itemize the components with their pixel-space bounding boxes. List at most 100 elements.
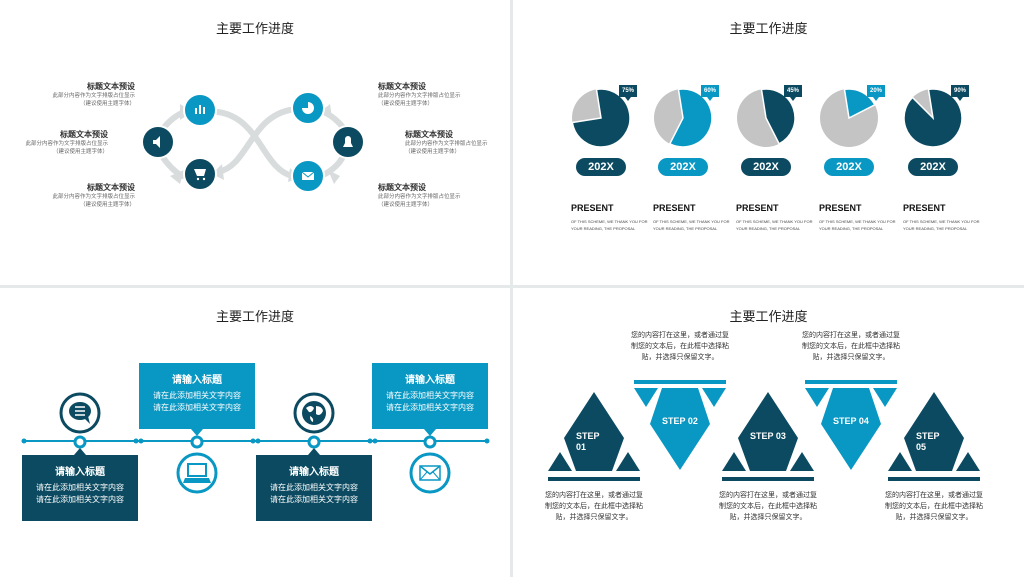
box-text: 请在此添加相关文字内容	[386, 403, 474, 412]
block-title: 标题文本预设	[60, 130, 108, 139]
pie-slice	[668, 88, 713, 148]
slide-title: 主要工作进度	[729, 309, 808, 324]
timeline	[21, 363, 490, 521]
badge-pointer	[625, 97, 631, 101]
box-text: 请在此添加相关文字内容	[36, 483, 124, 492]
present-heading: PRESENT	[653, 203, 696, 213]
box-text: 请在此添加相关文字内容	[270, 495, 358, 504]
percent-badge: 60%	[701, 85, 719, 97]
speaker-icon	[153, 136, 160, 148]
badge-pointer	[790, 97, 796, 101]
block-text: （建议使用主题字体）	[405, 149, 461, 155]
step-triangle	[888, 392, 980, 481]
step-triangle	[634, 380, 726, 470]
block-text: 此部分内容作为文字排版占位显示	[52, 93, 135, 99]
block-text: 此部分内容作为文字排版占位显示	[25, 141, 108, 147]
box-title: 请输入标题	[55, 467, 105, 478]
block-title: 标题文本预设	[87, 183, 135, 192]
present-heading: PRESENT	[571, 203, 614, 213]
mail-icon	[302, 172, 314, 180]
pie-charts	[571, 88, 963, 148]
year-pill: 202X	[576, 158, 626, 176]
step-text: 您的内容打在这里，或者通过复制您的文本后，在此框中选择粘贴，并选择只保留文字。	[719, 492, 817, 521]
block-text: （建议使用主题字体）	[79, 202, 135, 208]
box-text: 请在此添加相关文字内容	[270, 483, 358, 492]
block-text: （建议使用主题字体）	[378, 101, 434, 107]
slide-title: 主要工作进度	[215, 21, 294, 36]
box-text: 请在此添加相关文字内容	[153, 391, 241, 400]
slide-3[interactable]: 主要工作进度 请输入标题 请在此添加相关文字内容 请在此添加相关文字内容 请输入…	[0, 288, 510, 577]
present-heading: PRESENT	[819, 203, 862, 213]
year-pill: 202X	[824, 158, 874, 176]
step-label: STEP 04	[833, 416, 869, 426]
block-text: （建议使用主题字体）	[52, 149, 108, 155]
step-triangles	[548, 380, 980, 481]
box-title: 请输入标题	[289, 467, 339, 478]
infinity-arrows	[141, 91, 365, 193]
step-text: 您的内容打在这里，或者通过复制您的文本后，在此框中选择粘贴，并选择只保留文字。	[885, 492, 983, 521]
chat-icon	[59, 392, 101, 434]
mail-icon	[409, 452, 451, 494]
text-block: 标题文本预设 此部分内容作为文字排版占位显示 （建议使用主题字体）	[405, 129, 510, 156]
step-label: STEP 05	[916, 431, 940, 452]
timeline-box: 请输入标题 请在此添加相关文字内容 请在此添加相关文字内容	[22, 455, 138, 506]
year-pill: 202X	[658, 158, 708, 176]
step-text: 您的内容打在这里，或者通过复制您的文本后，在此框中选择粘贴，并选择只保留文字。	[631, 332, 729, 361]
step-text: 您的内容打在这里，或者通过复制您的文本后，在此框中选择粘贴，并选择只保留文字。	[545, 492, 643, 521]
present-heading: PRESENT	[736, 203, 779, 213]
present-desc: OF THIS SCHEME, WE THANK YOU FOR YOUR RE…	[819, 219, 896, 231]
block-title: 标题文本预设	[378, 183, 426, 192]
box-title: 请输入标题	[405, 375, 455, 386]
pie-slice	[760, 88, 796, 145]
text-block: 标题文本预设 此部分内容作为文字排版占位显示 （建议使用主题字体）	[378, 182, 508, 209]
pie-slice	[571, 88, 631, 148]
slide-2[interactable]: 主要工作进度 75% 202X PRESENT OF THIS SCHEME, WE …	[513, 0, 1024, 285]
text-block: 标题文本预设 此部分内容作为文字排版占位显示 （建议使用主题字体）	[5, 81, 135, 108]
percent-badge: 75%	[619, 85, 637, 97]
block-text: （建议使用主题字体）	[79, 101, 135, 107]
box-text: 请在此添加相关文字内容	[36, 495, 124, 504]
step-triangle	[722, 392, 814, 481]
block-title: 标题文本预设	[87, 82, 135, 91]
text-block: 标题文本预设 此部分内容作为文字排版占位显示 （建议使用主题字体）	[0, 129, 108, 156]
box-text: 请在此添加相关文字内容	[153, 403, 241, 412]
laptop-icon	[176, 452, 218, 494]
text-block: 标题文本预设 此部分内容作为文字排版占位显示 （建议使用主题字体）	[378, 81, 508, 108]
percent-badge: 90%	[951, 85, 969, 97]
block-text: 此部分内容作为文字排版占位显示	[405, 141, 488, 147]
step-triangle	[805, 380, 897, 470]
timeline-box: 请输入标题 请在此添加相关文字内容 请在此添加相关文字内容	[372, 363, 488, 414]
step-label: STEP 02	[662, 416, 698, 426]
block-text: 此部分内容作为文字排版占位显示	[378, 93, 461, 99]
bell-icon	[343, 136, 353, 147]
year-pill: 202X	[908, 158, 958, 176]
pie-icon	[302, 102, 314, 114]
slide-4[interactable]: 主要工作进度 STEP 01 您的内容打在这里，或者通过复制您的文本后，在此框中选…	[513, 288, 1024, 577]
badge-pointer	[873, 97, 879, 101]
slide-1[interactable]: 主要工作进度 标题文本预设 此部分内容作为文字排版占位显示 （建议使用主题字体）…	[0, 0, 510, 285]
step-triangle	[548, 392, 640, 481]
percent-badge: 20%	[867, 85, 885, 97]
timeline-box: 请输入标题 请在此添加相关文字内容 请在此添加相关文字内容	[139, 363, 255, 414]
slide-title: 主要工作进度	[729, 21, 808, 36]
globe-icon	[293, 392, 335, 434]
block-text: （建议使用主题字体）	[378, 202, 434, 208]
text-block: 标题文本预设 此部分内容作为文字排版占位显示 （建议使用主题字体）	[5, 182, 135, 209]
badge-pointer	[957, 97, 963, 101]
block-title: 标题文本预设	[405, 130, 453, 139]
box-text: 请在此添加相关文字内容	[386, 391, 474, 400]
cart-icon	[194, 169, 206, 181]
present-desc: OF THIS SCHEME, WE THANK YOU FOR YOUR RE…	[736, 219, 813, 231]
step-label: STEP 03	[750, 431, 786, 441]
present-desc: OF THIS SCHEME, WE THANK YOU FOR YOUR RE…	[571, 219, 648, 231]
slide-title: 主要工作进度	[215, 309, 294, 324]
present-desc: OF THIS SCHEME, WE THANK YOU FOR YOUR RE…	[903, 219, 980, 231]
present-desc: OF THIS SCHEME, WE THANK YOU FOR YOUR RE…	[653, 219, 730, 231]
box-title: 请输入标题	[172, 375, 222, 386]
step-label: STEP 01	[576, 431, 600, 452]
bar-chart-icon	[195, 105, 205, 114]
year-pill: 202X	[741, 158, 791, 176]
block-title: 标题文本预设	[378, 82, 426, 91]
block-text: 此部分内容作为文字排版占位显示	[378, 194, 461, 200]
block-text: 此部分内容作为文字排版占位显示	[52, 194, 135, 200]
